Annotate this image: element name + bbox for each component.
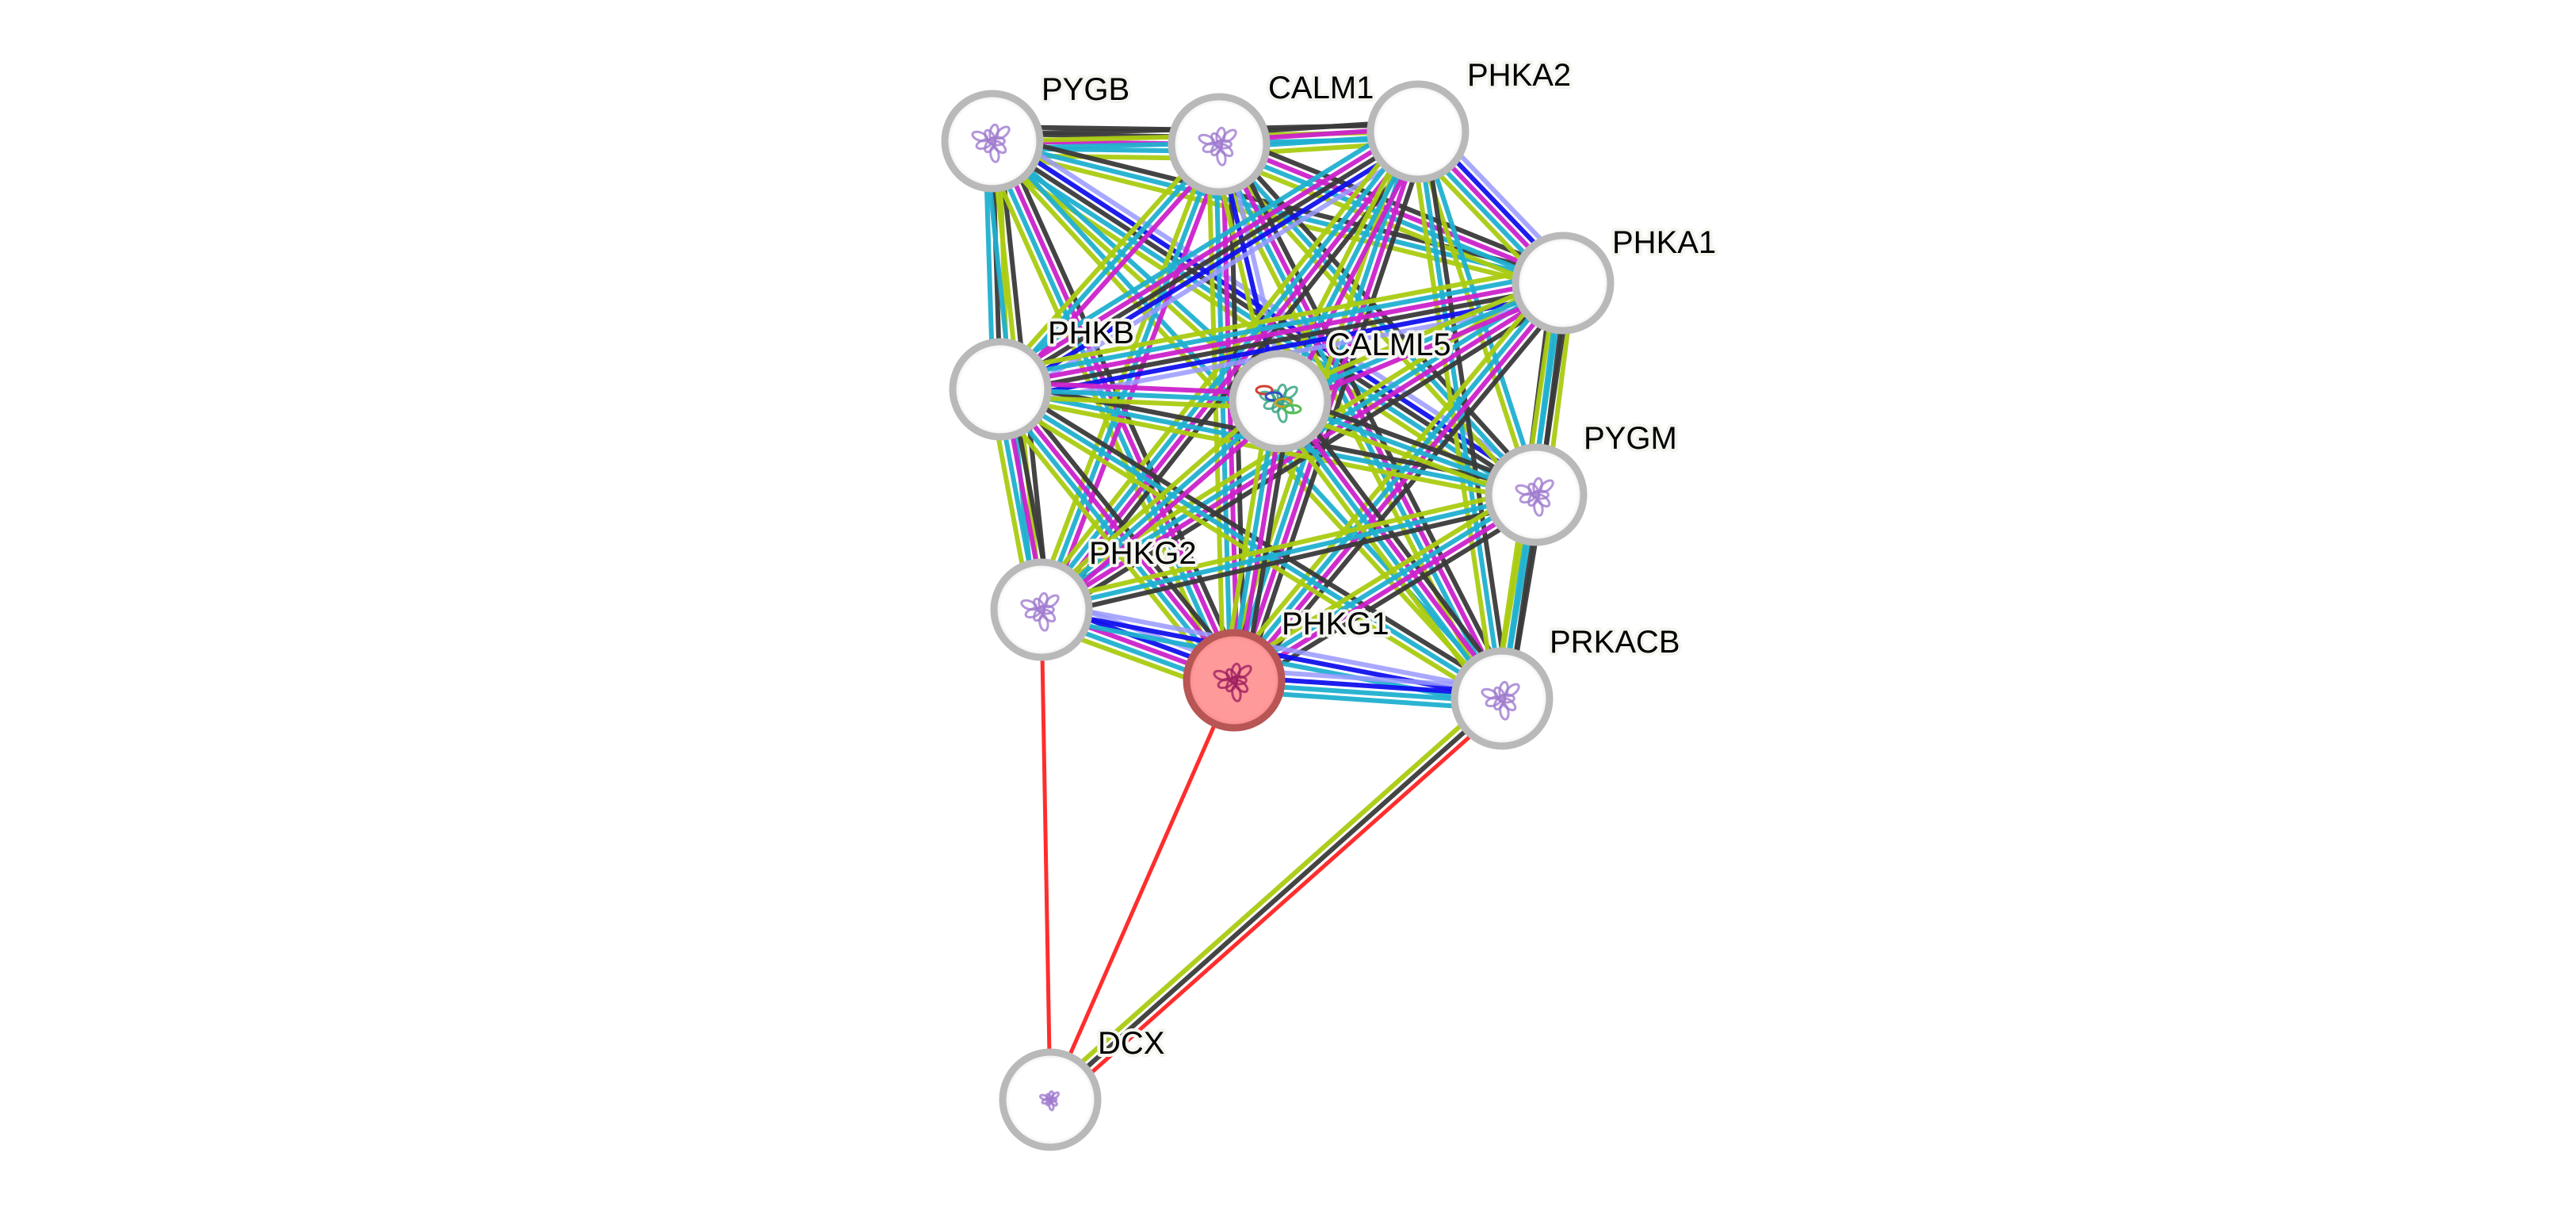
evidence-line-experiments	[1217, 138, 1567, 282]
node-label: PHKG2	[1089, 536, 1197, 571]
evidence-line-coexpression	[1240, 287, 1574, 690]
node-label: PHKA1	[1612, 225, 1716, 260]
evidence-line-textmining	[1034, 393, 1278, 607]
evidence-line-textmining	[992, 137, 1217, 388]
node-circle[interactable]	[1366, 80, 1470, 183]
evidence-line-databases	[1275, 400, 1502, 703]
evidence-line-coexpression	[1041, 499, 1541, 619]
evidence-line-experiments	[1280, 396, 1508, 699]
evidence-line-textmining	[1206, 142, 1226, 683]
node-calml5[interactable]: CALML5	[1229, 324, 1454, 453]
node-phkg2[interactable]: PHKG2	[990, 533, 1200, 661]
evidence-line-coexpression	[1286, 392, 1513, 695]
node-label: PRKACB	[1550, 625, 1680, 660]
node-label: PYGM	[1584, 421, 1677, 456]
node-label: CALM1	[1268, 71, 1374, 105]
evidence-line-databases	[990, 117, 1413, 380]
evidence-line-databases	[1039, 492, 1538, 612]
evidence-line-experiments	[994, 123, 1417, 386]
node-circle[interactable]	[949, 338, 1052, 441]
evidence-line-experiments	[997, 277, 1565, 388]
node-label: PYGB	[1041, 72, 1129, 107]
evidence-line-coexpression	[998, 129, 1420, 392]
evidence-line-textmining	[1269, 405, 1496, 708]
evidence-line-experiments	[1043, 404, 1287, 618]
evidence-line-coexpression	[1241, 132, 1431, 687]
evidence-line-textmining	[994, 262, 1562, 374]
evidence-line-databases	[1039, 399, 1282, 612]
protein-structure-icon	[1515, 477, 1554, 517]
evidence-line-databases	[1229, 278, 1563, 681]
node-prkacb[interactable]: PRKACB	[1450, 622, 1684, 750]
node-phka2[interactable]: PHKA2	[1366, 55, 1574, 183]
evidence-line-textmining	[1275, 274, 1563, 397]
node-phkg1[interactable]: PHKG1	[1183, 603, 1393, 732]
protein-structure-icon	[1255, 383, 1302, 423]
evidence-line-textmining	[1043, 691, 1500, 1097]
evidence-line-textmining	[1037, 485, 1537, 606]
node-phka1[interactable]: PHKA1	[1512, 222, 1719, 335]
evidence-line-textmining	[1212, 151, 1561, 296]
protein-structure-icon	[1481, 680, 1520, 721]
evidence-line-databases	[1213, 142, 1233, 683]
evidence-line-experiments	[1280, 287, 1569, 411]
edge-pygm-phkg2[interactable]	[1037, 485, 1541, 619]
evidence-line-databases	[1036, 127, 1418, 610]
edge-phkg1-dcx[interactable]	[1048, 678, 1236, 1102]
evidence-line-textmining	[1408, 130, 1498, 702]
protein-structure-icon	[1020, 591, 1060, 632]
edge-phkg2-dcx[interactable]	[1039, 607, 1053, 1102]
node-label: PHKB	[1048, 316, 1134, 350]
node-label: DCX	[1098, 1026, 1164, 1061]
evidence-line-experiments	[1233, 495, 1541, 686]
node-calm1[interactable]: CALM1	[1168, 67, 1377, 196]
edge-pygm-phkg1[interactable]	[1225, 483, 1545, 692]
evidence-line-textmining	[994, 392, 1501, 707]
evidence-line-coexpression	[992, 132, 1568, 279]
evidence-line-coexpression	[998, 284, 1566, 396]
protein-structure-icon	[1213, 662, 1252, 702]
edge-prkacb-dcx[interactable]	[1043, 691, 1509, 1108]
evidence-line-databases	[1215, 145, 1565, 289]
node-label: PHKG1	[1282, 607, 1389, 641]
evidence-line-homology	[1040, 600, 1506, 695]
evidence-line-gene-fusion	[1053, 702, 1509, 1108]
evidence-line-gene-fusion	[1048, 678, 1236, 1102]
node-pygb[interactable]: PYGB	[941, 69, 1133, 193]
evidence-line-textmining	[1032, 139, 1215, 610]
evidence-line-gene-fusion	[1039, 607, 1053, 1102]
evidence-line-cooccurrence	[1001, 135, 1424, 398]
edge-calml5-phkg2[interactable]	[1034, 393, 1287, 618]
node-label: PHKA2	[1467, 58, 1571, 93]
evidence-line-experiments	[1041, 131, 1424, 614]
node-circle[interactable]	[1512, 232, 1615, 335]
protein-structure-icon	[1038, 1090, 1061, 1112]
evidence-line-experiments	[1234, 282, 1569, 685]
node-dcx[interactable]: DCX	[999, 1023, 1168, 1151]
node-phkb[interactable]: PHKB	[949, 312, 1137, 441]
node-label: CALML5	[1328, 327, 1451, 362]
node-pygm[interactable]: PYGM	[1485, 418, 1680, 546]
edge-calml5-prkacb[interactable]	[1269, 392, 1513, 708]
evidence-line-databases	[996, 270, 1564, 381]
protein-structure-icon	[1198, 126, 1237, 166]
evidence-line-coexpression	[1048, 696, 1504, 1102]
evidence-line-databases	[1229, 489, 1537, 680]
protein-structure-icon	[971, 123, 1011, 163]
evidence-line-textmining	[1225, 483, 1533, 674]
